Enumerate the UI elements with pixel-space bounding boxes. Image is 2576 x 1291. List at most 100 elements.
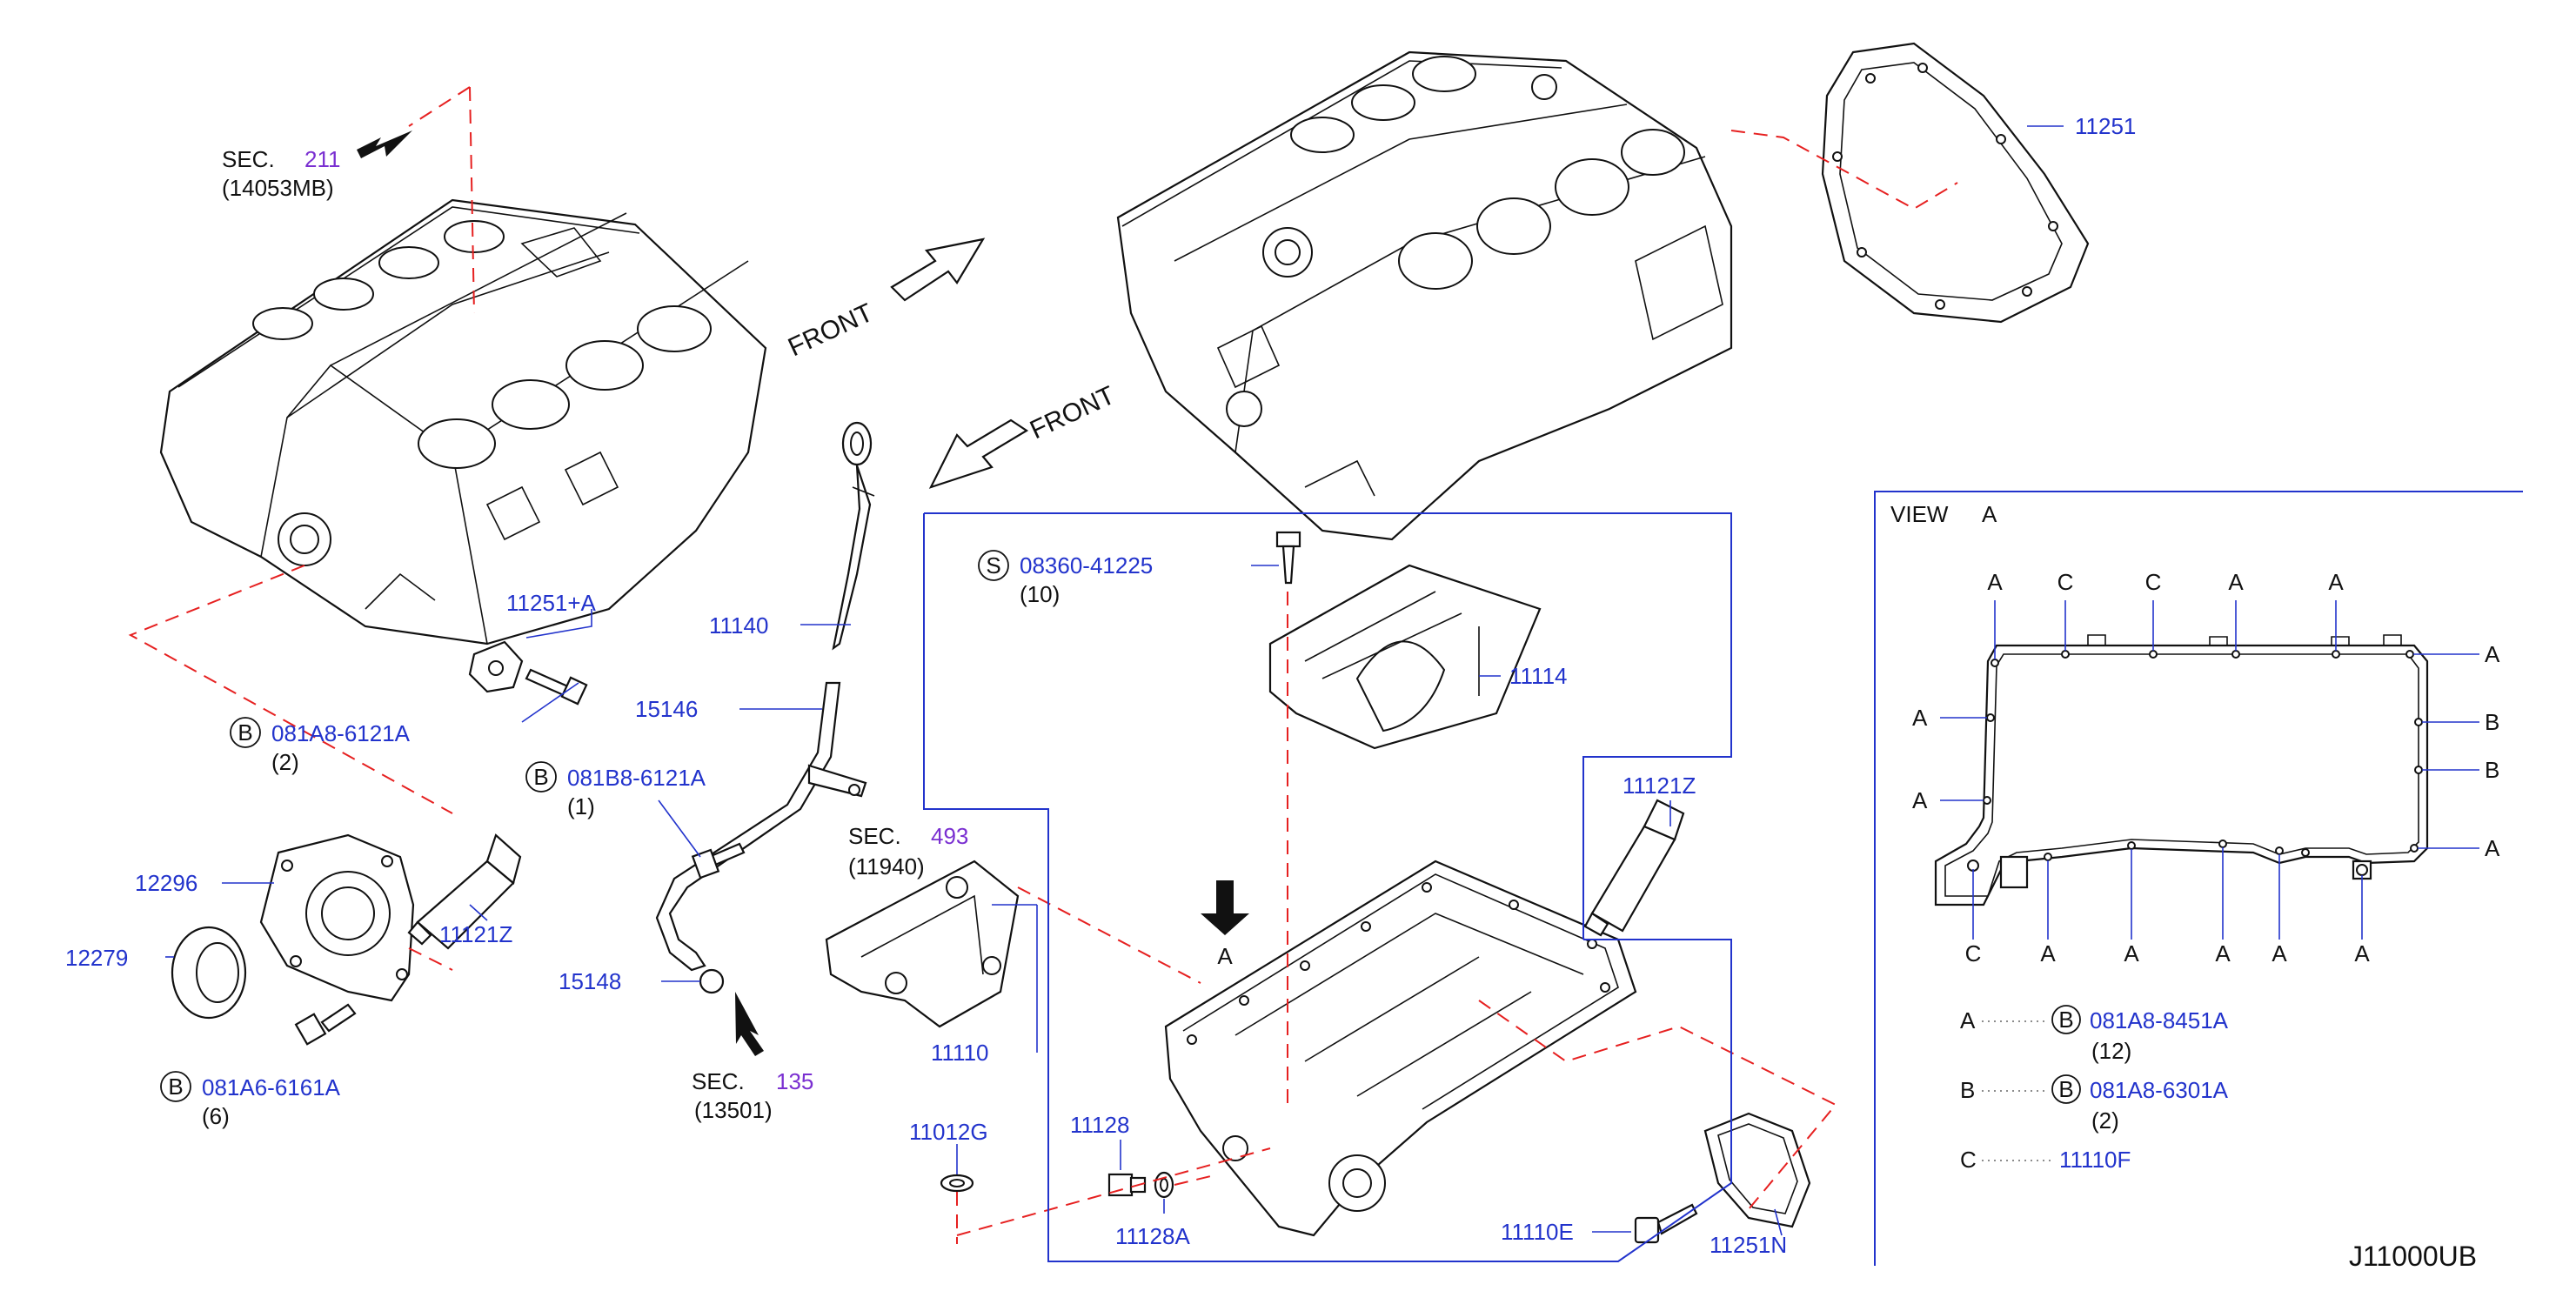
- callout-11251n[interactable]: 11251N: [1710, 1232, 1787, 1258]
- view-a-bottom-mark: A: [2354, 940, 2370, 967]
- diagram-id: J11000UB: [2349, 1241, 2477, 1272]
- sec-493-sub: (11940): [848, 853, 925, 880]
- view-a-top-mark: A: [2328, 569, 2344, 595]
- view-a-right-mark: A: [2485, 641, 2500, 667]
- bolt-qty: (1): [567, 793, 595, 819]
- legend-qty: (2): [2091, 1107, 2119, 1134]
- bolt-081a8-6121a: [525, 668, 588, 706]
- callout-15146[interactable]: 15146: [635, 696, 698, 722]
- view-a-top-mark: A: [1987, 569, 2003, 595]
- bolt-symbol: B: [168, 1074, 183, 1100]
- liquid-gasket-tube-left: [407, 833, 522, 950]
- bolt-11110e: [1634, 1203, 1698, 1244]
- sec-211-prefix: SEC.: [222, 146, 275, 172]
- bolt-symbol: B: [533, 764, 548, 790]
- oil-level-gauge-11140: [832, 421, 875, 651]
- callout-11121z-left[interactable]: 11121Z: [439, 921, 512, 947]
- left-cylinder-block: [159, 198, 767, 646]
- leader-lines: [165, 125, 2064, 1236]
- liquid-gasket-tube-right: [1583, 799, 1685, 937]
- sec-211-number[interactable]: 211: [304, 146, 340, 172]
- screw-symbol: S: [986, 552, 1000, 579]
- screw-qty: (10): [1020, 581, 1060, 607]
- front-label-upper: FRONT: [784, 298, 878, 363]
- view-a-left-mark: A: [1912, 787, 1928, 813]
- callout-12279[interactable]: 12279: [65, 945, 128, 971]
- rear-oil-seal-12279: [171, 926, 247, 1020]
- bolt-symbol: B: [238, 719, 252, 746]
- callout-11110[interactable]: 11110: [931, 1040, 989, 1066]
- front-arrow-upper: [890, 237, 986, 302]
- view-a-arrow: [1201, 880, 1249, 935]
- view-a-panel: VIEW A: [1874, 491, 2523, 1266]
- bolt-081a6-6161a: [294, 1003, 357, 1046]
- callout-11140[interactable]: 11140: [709, 612, 768, 639]
- callout-11128[interactable]: 11128: [1070, 1112, 1129, 1138]
- sec-135-number[interactable]: 135: [776, 1068, 813, 1094]
- view-a-top-mark: C: [2145, 569, 2162, 595]
- legend-qty: (12): [2091, 1038, 2131, 1064]
- view-a-legend-row: C 11110F: [1960, 1147, 2131, 1173]
- oil-pan-group-frame: [923, 512, 1732, 1262]
- hidden-lines: [128, 86, 1958, 1244]
- right-cylinder-block: [1116, 50, 1733, 541]
- bolt-part: 081A8-6121A: [271, 720, 411, 746]
- view-a-legend-row: B B 081A8-6301A (2): [1960, 1074, 2229, 1134]
- view-a-right-mark: A: [2485, 835, 2500, 861]
- view-a-bottom-mark: A: [2215, 940, 2231, 967]
- cover-gasket-11251n: [1703, 1112, 1811, 1228]
- legend-symbol: B: [2058, 1076, 2073, 1102]
- screw-callout[interactable]: S 08360-41225 (10): [978, 550, 1153, 607]
- gasket-11251-a: [468, 640, 524, 693]
- mounting-bracket-11940: [825, 860, 1020, 1028]
- washer-11012g: [940, 1174, 974, 1193]
- legend-part: 081A8-6301A: [2090, 1077, 2229, 1103]
- bolt-part: 081A6-6161A: [202, 1074, 341, 1100]
- legend-symbol: B: [2058, 1007, 2073, 1033]
- sec-493-number[interactable]: 493: [931, 823, 968, 849]
- view-a-arrow-label: A: [1217, 943, 1233, 969]
- view-a-top-mark: A: [2228, 569, 2244, 595]
- screw-part: 08360-41225: [1020, 552, 1153, 579]
- bolt-callout[interactable]: B 081B8-6121A (1): [525, 761, 706, 819]
- callout-11012g[interactable]: 11012G: [909, 1119, 988, 1145]
- sec-211-arrow: [357, 130, 412, 158]
- o-ring-15148: [699, 968, 725, 994]
- view-a-letter: A: [1982, 501, 1997, 527]
- bolt-callout[interactable]: B 081A6-6161A (6): [160, 1071, 341, 1129]
- view-a-bottom-mark: C: [1965, 940, 1982, 967]
- legend-part: 11110F: [2059, 1147, 2131, 1173]
- callout-11251-a[interactable]: 11251+A: [506, 590, 597, 616]
- drain-washer-11128a: [1154, 1171, 1174, 1199]
- callout-11128a[interactable]: 11128A: [1115, 1223, 1190, 1249]
- rear-oil-seal-retainer-12296: [259, 833, 415, 1002]
- legend-letter: B: [1960, 1077, 1975, 1103]
- view-a-right-mark: B: [2485, 757, 2499, 783]
- front-arrow-lower: [928, 418, 1029, 489]
- sec-211-sub: (14053MB): [222, 175, 334, 201]
- callout-11251[interactable]: 11251: [2075, 113, 2136, 139]
- bolt-qty: (6): [202, 1103, 230, 1129]
- view-a-bottom-mark: A: [2124, 940, 2139, 967]
- view-a-title: VIEW: [1890, 501, 1949, 527]
- callout-15148[interactable]: 15148: [559, 968, 621, 994]
- oil-pan-11110: [1164, 860, 1637, 1237]
- view-a-left-mark: A: [1912, 705, 1928, 731]
- bolt-part: 081B8-6121A: [567, 765, 706, 791]
- oil-level-gauge-guide-15146: [655, 681, 867, 972]
- callout-11114[interactable]: 11114: [1509, 663, 1568, 689]
- baffle-plate-11114: [1268, 564, 1542, 750]
- screw-08360-41225: [1275, 531, 1301, 585]
- front-label-lower: FRONT: [1026, 381, 1120, 445]
- bolt-callout[interactable]: B 081A8-6121A (2): [230, 717, 411, 775]
- callout-12296[interactable]: 12296: [135, 870, 197, 896]
- legend-part: 081A8-8451A: [2090, 1007, 2229, 1033]
- view-a-top-mark: C: [2057, 569, 2074, 595]
- sec-135-prefix: SEC.: [692, 1068, 745, 1094]
- callout-11121z-right[interactable]: 11121Z: [1623, 773, 1696, 799]
- bolt-081b8-6121a: [691, 842, 746, 880]
- callout-11110e[interactable]: 11110E: [1501, 1219, 1574, 1245]
- view-a-right-mark: B: [2485, 709, 2499, 735]
- sec-135-arrow: [735, 992, 764, 1056]
